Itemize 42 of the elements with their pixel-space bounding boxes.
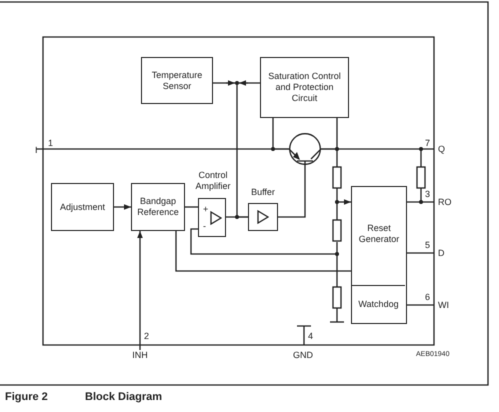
block-label: Watchdog [357,298,400,310]
process-box [131,183,185,231]
connector-line [175,231,351,272]
pin-label: 1 [48,138,54,148]
junction-dot [235,81,239,85]
connector-line [278,165,306,218]
pin-label: WI [438,300,449,310]
arrow [337,199,351,205]
arrow [114,204,131,210]
block-label: Bandgap Reference [136,196,180,218]
pin-label: GND [293,350,313,360]
pin-label: 6 [425,292,430,302]
block-label: Reset Generator [358,223,400,245]
amplifier-label: Control Amplifier [194,170,232,192]
figure-caption: Block Diagram [85,391,162,404]
arrow [213,80,235,86]
process-box [260,57,349,118]
pin-label: D [438,248,444,258]
connector-line [236,85,248,218]
arrow [137,231,143,350]
pin-label: 3 [425,189,430,199]
pin-label: 4 [308,331,314,341]
input-sign: - [203,221,206,231]
buffer-label: Buffer [250,187,276,198]
figure-number: Figure 2 [5,391,48,404]
pin-label: 7 [425,138,430,148]
process-box [51,183,114,231]
connector-line [321,118,338,150]
pin-label: RO [438,197,452,207]
pin-label: 2 [144,331,150,341]
connector-line [185,206,198,208]
connector-line [272,118,289,150]
block-label: Temperature Sensor [150,70,204,92]
pin-label: 5 [425,240,430,250]
pin-label: INH [131,350,149,361]
process-box [141,57,213,104]
process-box [351,186,407,324]
block-label: Saturation Control and Protection Circuit [267,71,342,104]
block-label: Adjustment [58,202,106,212]
input-sign: + [203,204,208,214]
arrow [239,80,260,86]
pin-label: Q [438,144,446,154]
